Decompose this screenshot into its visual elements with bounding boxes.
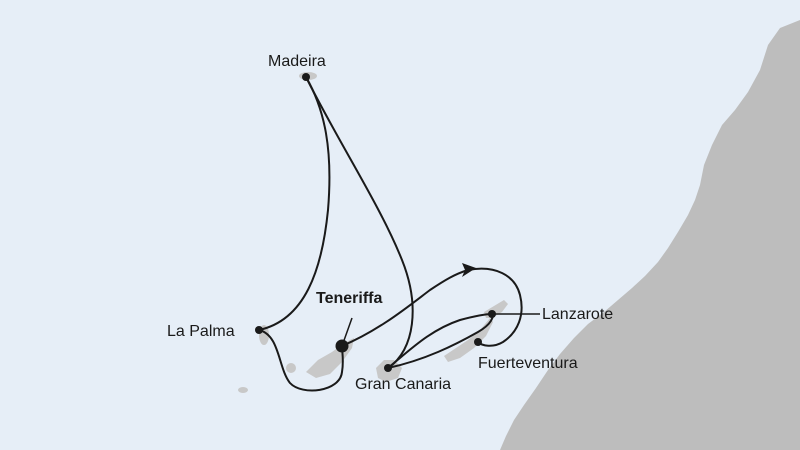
lanzarote-port-marker[interactable] <box>488 310 496 318</box>
tenerife-port-marker[interactable] <box>335 339 349 353</box>
route-northern-loop <box>467 267 523 347</box>
route-gran-canaria-lanzarote <box>387 313 493 369</box>
route-la-palma-tenerife <box>258 329 344 392</box>
la-palma-label: La Palma <box>167 323 235 340</box>
lanzarote-label: Lanzarote <box>542 306 613 323</box>
madeira-port-marker[interactable] <box>302 73 310 81</box>
african-mainland <box>500 20 800 450</box>
la-palma-port-marker[interactable] <box>255 326 263 334</box>
la-gomera-island <box>286 363 296 373</box>
direction-arrow <box>462 263 476 277</box>
route-tenerife-north <box>341 269 469 347</box>
el-hierro-island <box>238 387 248 393</box>
cruise-route <box>258 76 523 392</box>
fuerteventura-island <box>444 318 493 362</box>
madeira-label: Madeira <box>268 53 326 70</box>
gran-canaria-port-marker[interactable] <box>384 364 392 372</box>
fuerteventura-label: Fuerteventura <box>478 355 578 372</box>
tenerife-label: Teneriffa <box>316 290 382 307</box>
route-madeira-gran-canaria <box>305 76 414 369</box>
fuerteventura-port-marker[interactable] <box>474 338 482 346</box>
gran-canaria-label: Gran Canaria <box>355 376 451 393</box>
route-madeira-la-palma <box>258 76 331 331</box>
